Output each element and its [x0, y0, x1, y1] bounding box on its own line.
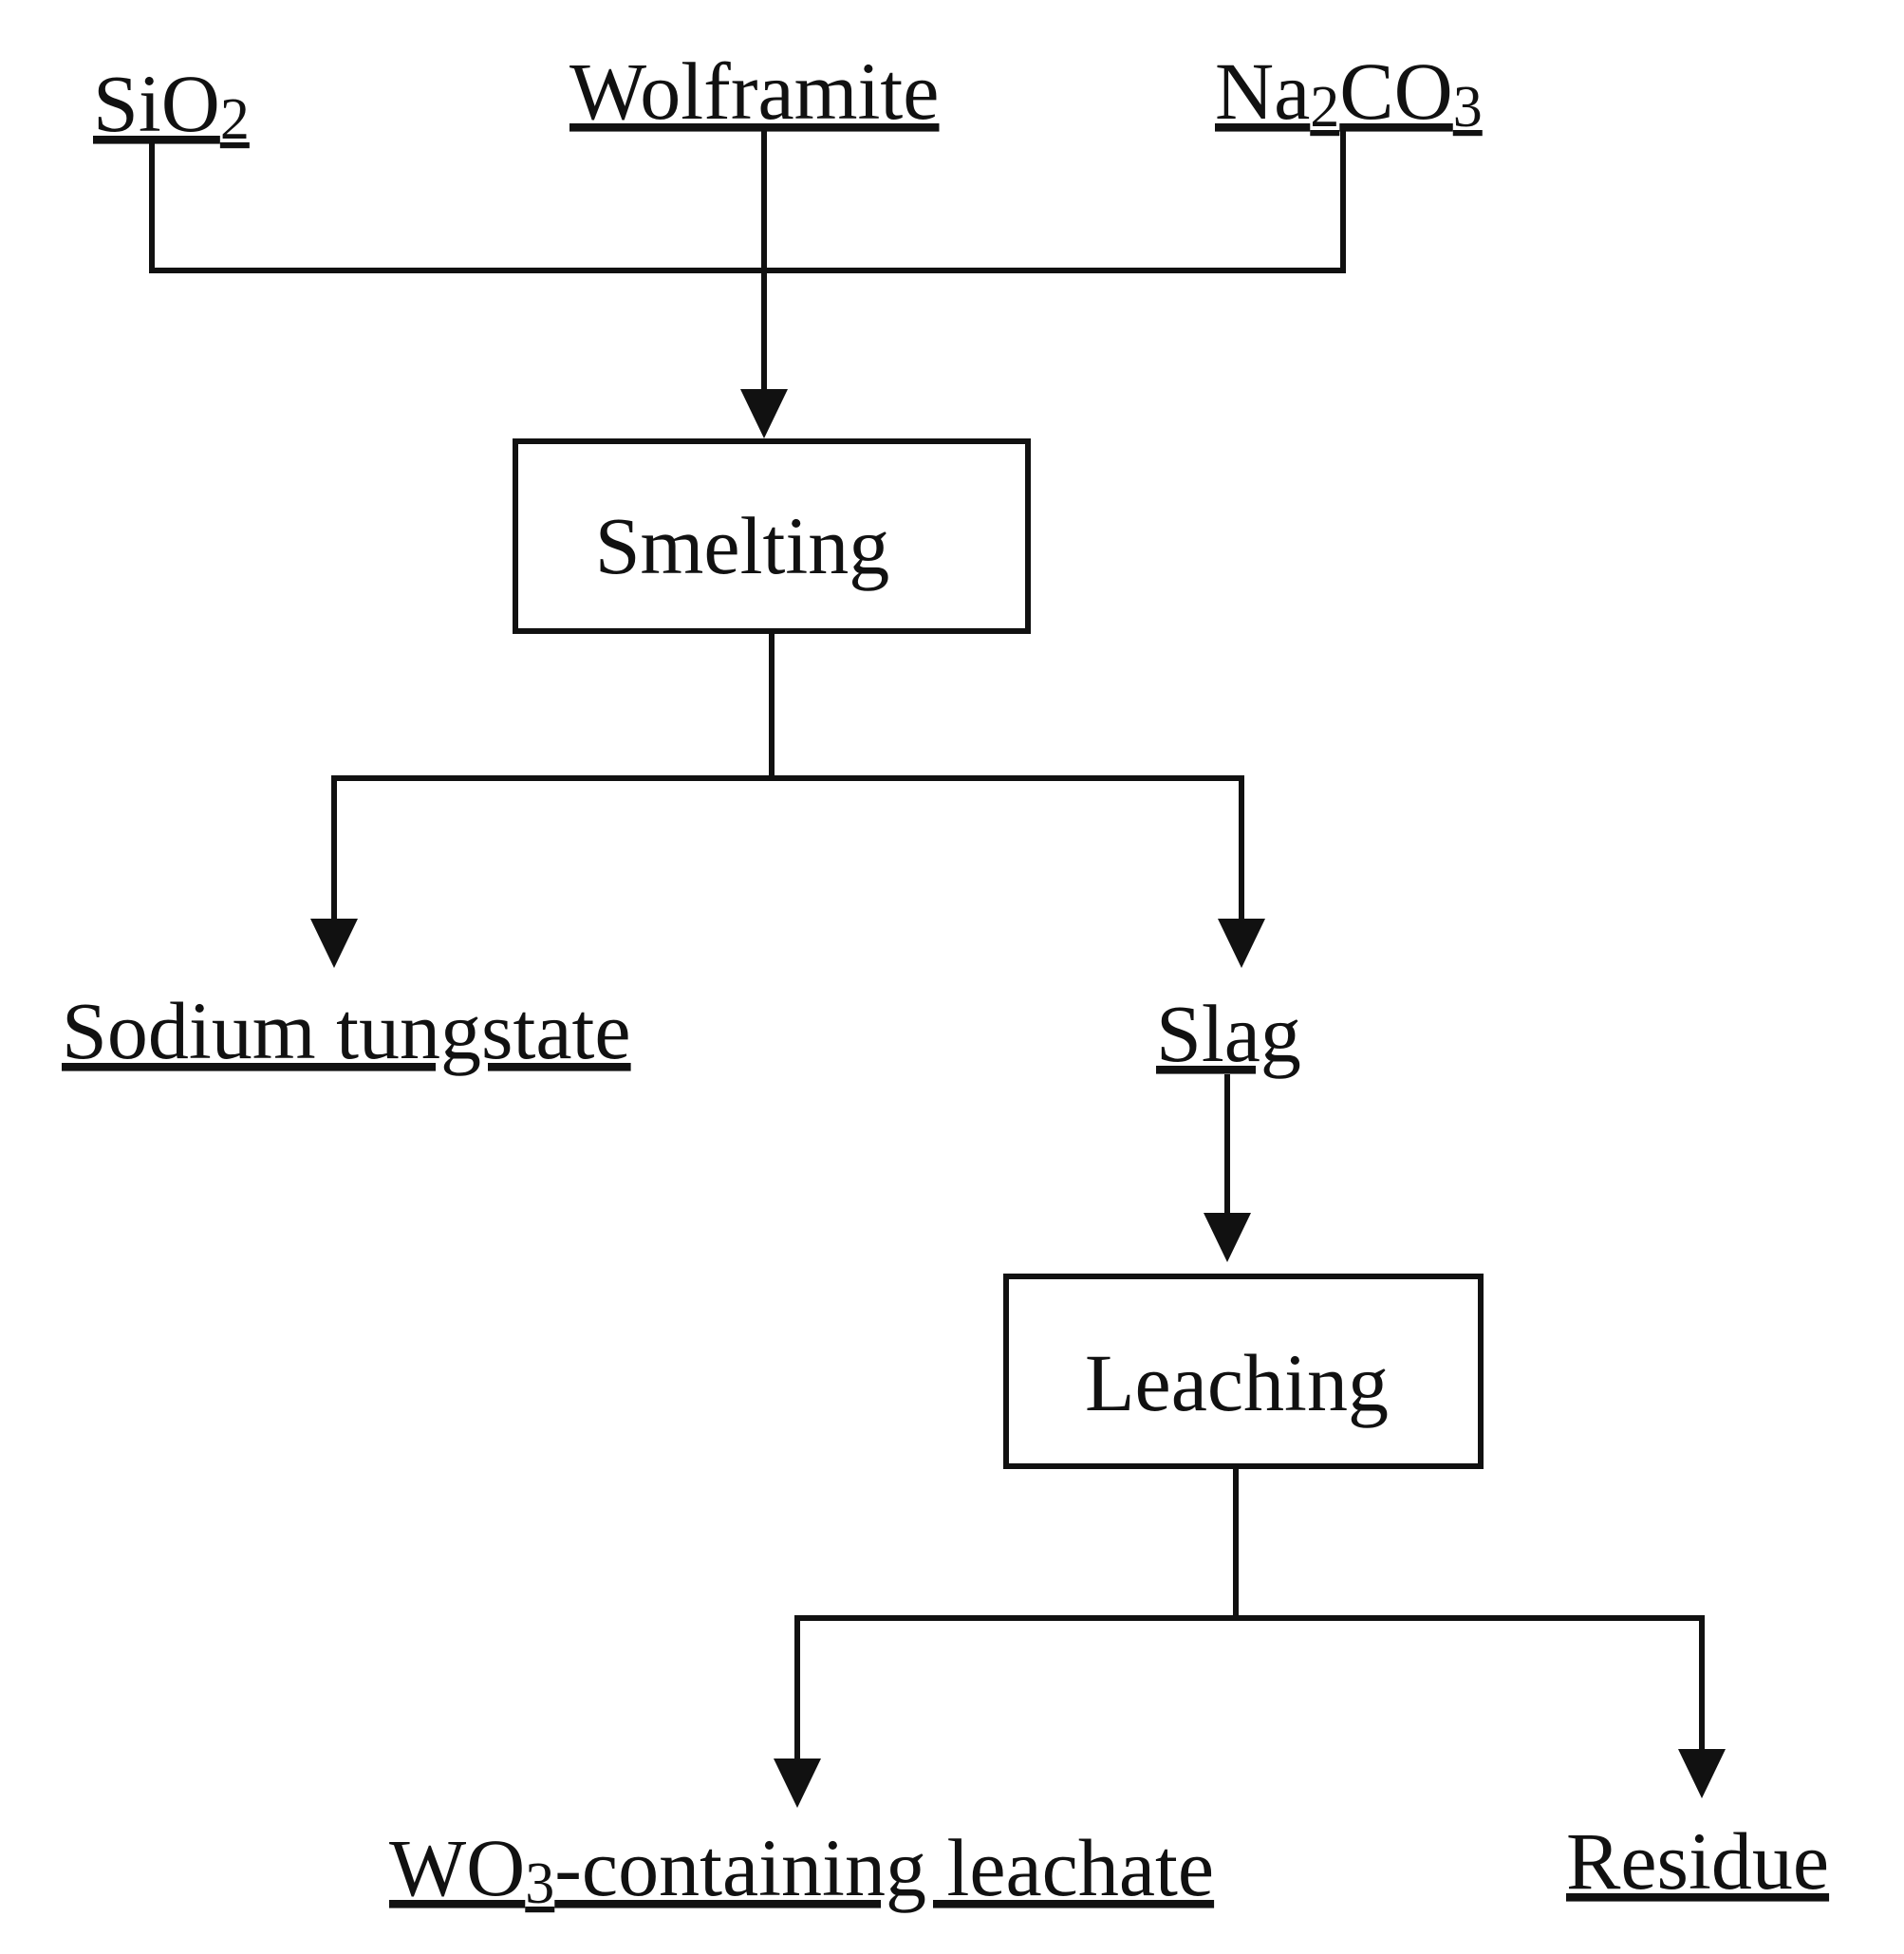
output-slag: Slag [1156, 988, 1301, 1079]
arrow-to-leaching [1204, 1213, 1251, 1262]
arrow-to-residue [1678, 1749, 1726, 1798]
leaching-label: Leaching [1085, 1337, 1389, 1428]
output-sodium-tungstate: Sodium tungstate [62, 985, 631, 1076]
leaching-box [1003, 1274, 1484, 1469]
input-wolframite: Wolframite [569, 46, 939, 137]
output-leachate: WO3-containing leachate [389, 1822, 1214, 1916]
arrow-to-smelting [740, 389, 788, 438]
output-residue: Residue [1566, 1815, 1829, 1907]
arrow-to-slag [1218, 919, 1265, 968]
smelting-label: Smelting [595, 500, 890, 591]
arrow-to-sodium-tungstate [310, 919, 358, 968]
input-sio2: SiO2 [93, 58, 250, 152]
smelting-box [513, 438, 1031, 634]
input-na2co3: Na2CO3 [1215, 46, 1483, 140]
arrow-to-leachate [774, 1759, 821, 1808]
